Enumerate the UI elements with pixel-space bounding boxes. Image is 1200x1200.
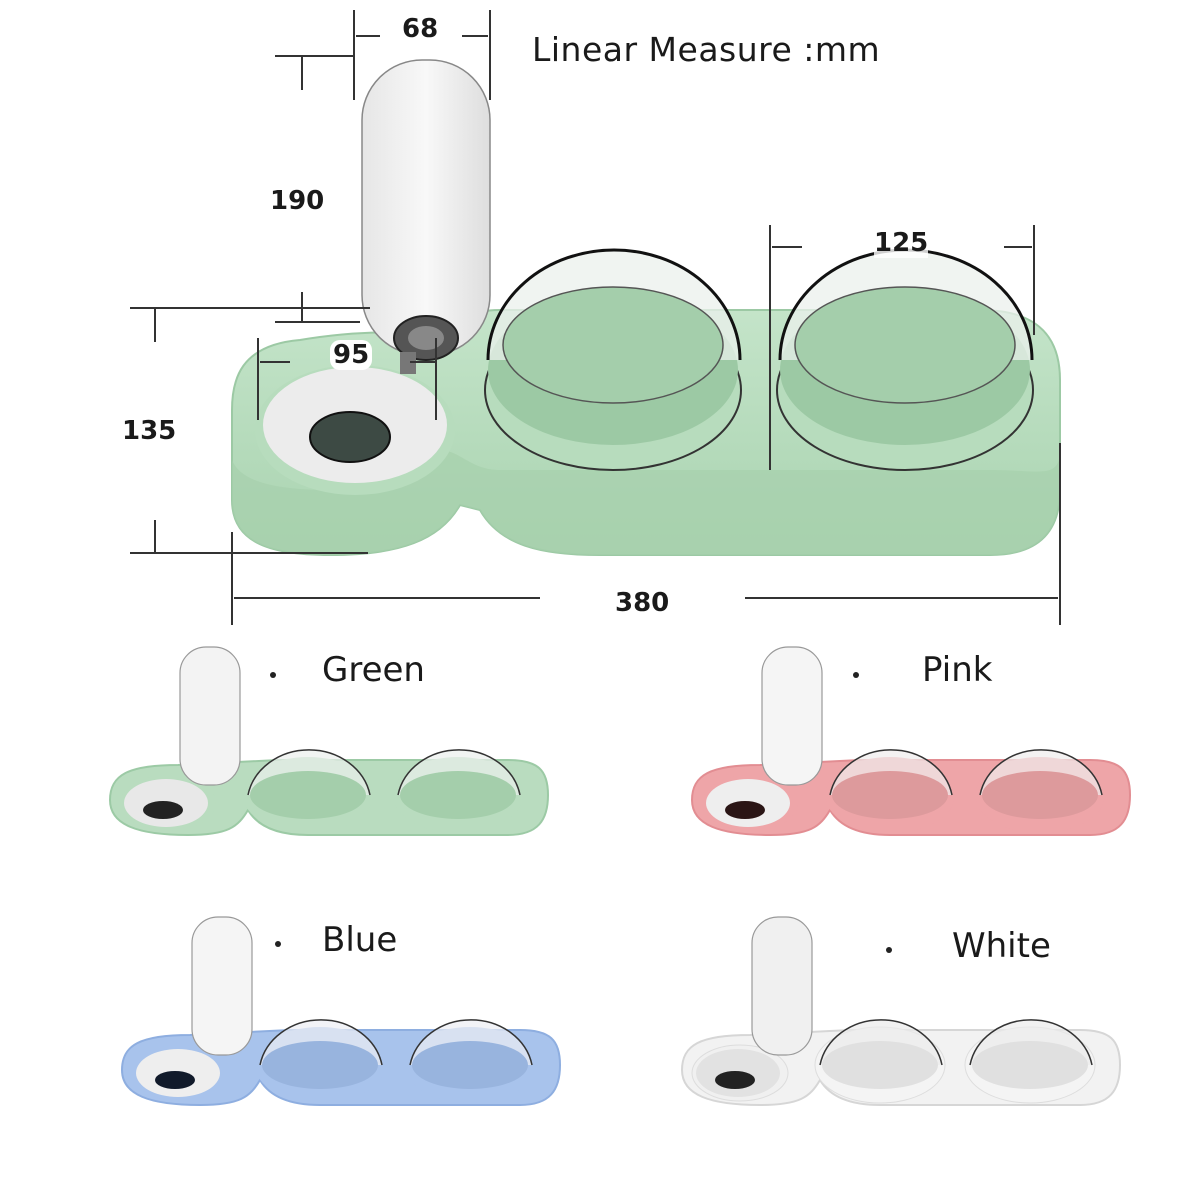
variant-label-blue: Blue [322,920,398,960]
dimension-total-length: 380 [615,588,670,618]
main-feeder-illustration [130,10,1061,625]
pink-feeder-illustration [690,646,1132,837]
bullet-icon [270,672,276,678]
dimension-bottle-width: 68 [402,14,439,44]
variant-label-white: White [952,926,1051,966]
measure-unit-title: Linear Measure :mm [532,30,881,69]
bullet-icon [853,672,859,678]
blue-feeder-illustration [120,916,562,1107]
dimension-total-height: 135 [122,416,177,446]
dimension-food-bowl: 125 [874,228,929,258]
dimension-bottle-height: 190 [270,186,325,216]
bullet-icon [886,947,892,953]
dimension-water-bowl: 95 [330,340,373,370]
bullet-icon [275,941,281,947]
variant-label-pink: Pink [922,650,993,690]
variant-label-green: Green [322,650,425,690]
white-feeder-illustration [680,916,1122,1107]
green-feeder-illustration [108,646,550,837]
